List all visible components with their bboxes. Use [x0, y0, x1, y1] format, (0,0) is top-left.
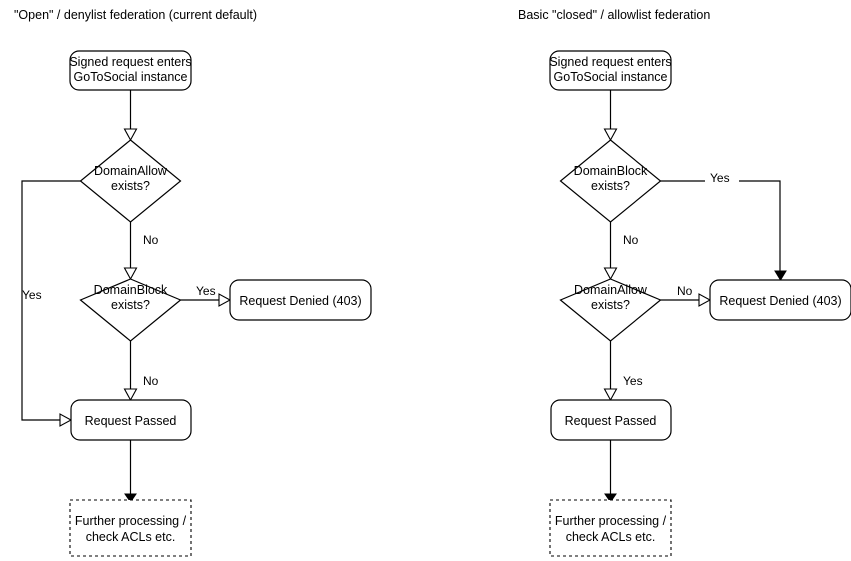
node-domain-allow-right: DomainAllow exists? — [559, 278, 662, 342]
edge-domainblock-yes-left: Yes — [180, 284, 232, 307]
further-processing-box — [69, 499, 192, 557]
arrowhead-open-icon — [123, 388, 138, 402]
edge-domainblock-yes-right: Yes — [660, 171, 787, 281]
edge-domainblock-no-left: No — [123, 341, 159, 402]
edge-label-no-domainblock-left: No — [143, 374, 159, 388]
panel-title-closed: Basic "closed" / allowlist federation — [518, 8, 710, 22]
node-request-denied-right: Request Denied (403) — [709, 279, 851, 321]
arrowhead-open-icon — [603, 128, 618, 142]
edge-label-no-domainallow-left: No — [143, 233, 159, 247]
node-further-processing-left: Further processing / check ACLs etc. — [69, 499, 192, 557]
request-denied-box — [709, 279, 851, 321]
panel-open-federation: "Open" / denylist federation (current de… — [14, 8, 372, 557]
edge-domainblock-no-right: No — [603, 222, 639, 281]
domain-allow-label-line2: exists? — [111, 179, 150, 193]
edge-entry-to-domainallow-left — [123, 90, 138, 142]
edge-requestpassed-to-further-right — [604, 440, 617, 503]
edge-domainallow-yes-left: Yes — [21, 180, 81, 427]
panel-title-open: "Open" / denylist federation (current de… — [14, 8, 257, 22]
node-domain-allow-left: DomainAllow exists? — [79, 139, 182, 223]
arrowhead-open-icon — [603, 388, 618, 402]
arrowhead-open-icon — [123, 128, 138, 142]
node-entry-left: Signed request enters GoToSocial instanc… — [69, 50, 192, 91]
request-denied-label: Request Denied (403) — [719, 294, 841, 308]
further-processing-label-line2: check ACLs etc. — [566, 530, 656, 544]
further-processing-label-line2: check ACLs etc. — [86, 530, 176, 544]
node-request-passed-left: Request Passed — [70, 399, 192, 441]
node-entry-right: Signed request enters GoToSocial instanc… — [549, 50, 672, 91]
edge-label-yes-domainblock-right: Yes — [710, 171, 730, 185]
edge-requestpassed-to-further-left — [124, 440, 137, 503]
arrowhead-open-icon — [123, 267, 138, 281]
domain-allow-label-line1: DomainAllow — [94, 164, 168, 178]
arrowhead-open-icon — [603, 267, 618, 281]
domain-block-label-line1: DomainBlock — [94, 283, 168, 297]
entry-label-line2: GoToSocial instance — [74, 70, 188, 84]
node-further-processing-right: Further processing / check ACLs etc. — [549, 499, 672, 557]
edge-domainallow-no-right: No — [660, 284, 712, 307]
node-domain-block-right: DomainBlock exists? — [559, 139, 662, 223]
entry-label-line1: Signed request enters — [69, 55, 191, 69]
arrowhead-solid-icon — [774, 270, 787, 281]
request-denied-label: Request Denied (403) — [239, 294, 361, 308]
entry-label-line1: Signed request enters — [549, 55, 671, 69]
arrowhead-open-icon — [59, 413, 73, 427]
edge-label-yes-domainblock-left: Yes — [196, 284, 216, 298]
node-domain-block-left: DomainBlock exists? — [79, 278, 182, 342]
request-denied-box — [229, 279, 372, 321]
node-request-passed-right: Request Passed — [550, 399, 672, 441]
arrowhead-solid-icon — [604, 493, 617, 503]
entry-label-line2: GoToSocial instance — [554, 70, 668, 84]
domain-block-label-line2: exists? — [111, 298, 150, 312]
edge-domainallow-no-left: No — [123, 222, 159, 281]
edge-label-yes-domainallow-right: Yes — [623, 374, 643, 388]
domain-allow-label-line1: DomainAllow — [574, 283, 648, 297]
domain-allow-label-line2: exists? — [591, 298, 630, 312]
arrowhead-solid-icon — [124, 493, 137, 503]
request-passed-label: Request Passed — [565, 414, 657, 428]
edge-label-no-domainblock-right: No — [623, 233, 639, 247]
panel-closed-federation: Basic "closed" / allowlist federation Si… — [518, 8, 851, 557]
node-request-denied-left: Request Denied (403) — [229, 279, 372, 321]
edge-domainallow-yes-right: Yes — [603, 341, 643, 402]
further-processing-label-line1: Further processing / — [555, 514, 667, 528]
edge-label-yes-domainallow-left: Yes — [22, 288, 42, 302]
domain-block-label-line2: exists? — [591, 179, 630, 193]
request-passed-label: Request Passed — [85, 414, 177, 428]
further-processing-box — [549, 499, 672, 557]
domain-block-label-line1: DomainBlock — [574, 164, 648, 178]
edge-entry-to-domainblock-right — [603, 90, 618, 142]
arrowhead-open-icon — [698, 293, 712, 307]
further-processing-label-line1: Further processing / — [75, 514, 187, 528]
edge-label-no-domainallow-right: No — [677, 284, 693, 298]
arrowhead-open-icon — [218, 293, 232, 307]
